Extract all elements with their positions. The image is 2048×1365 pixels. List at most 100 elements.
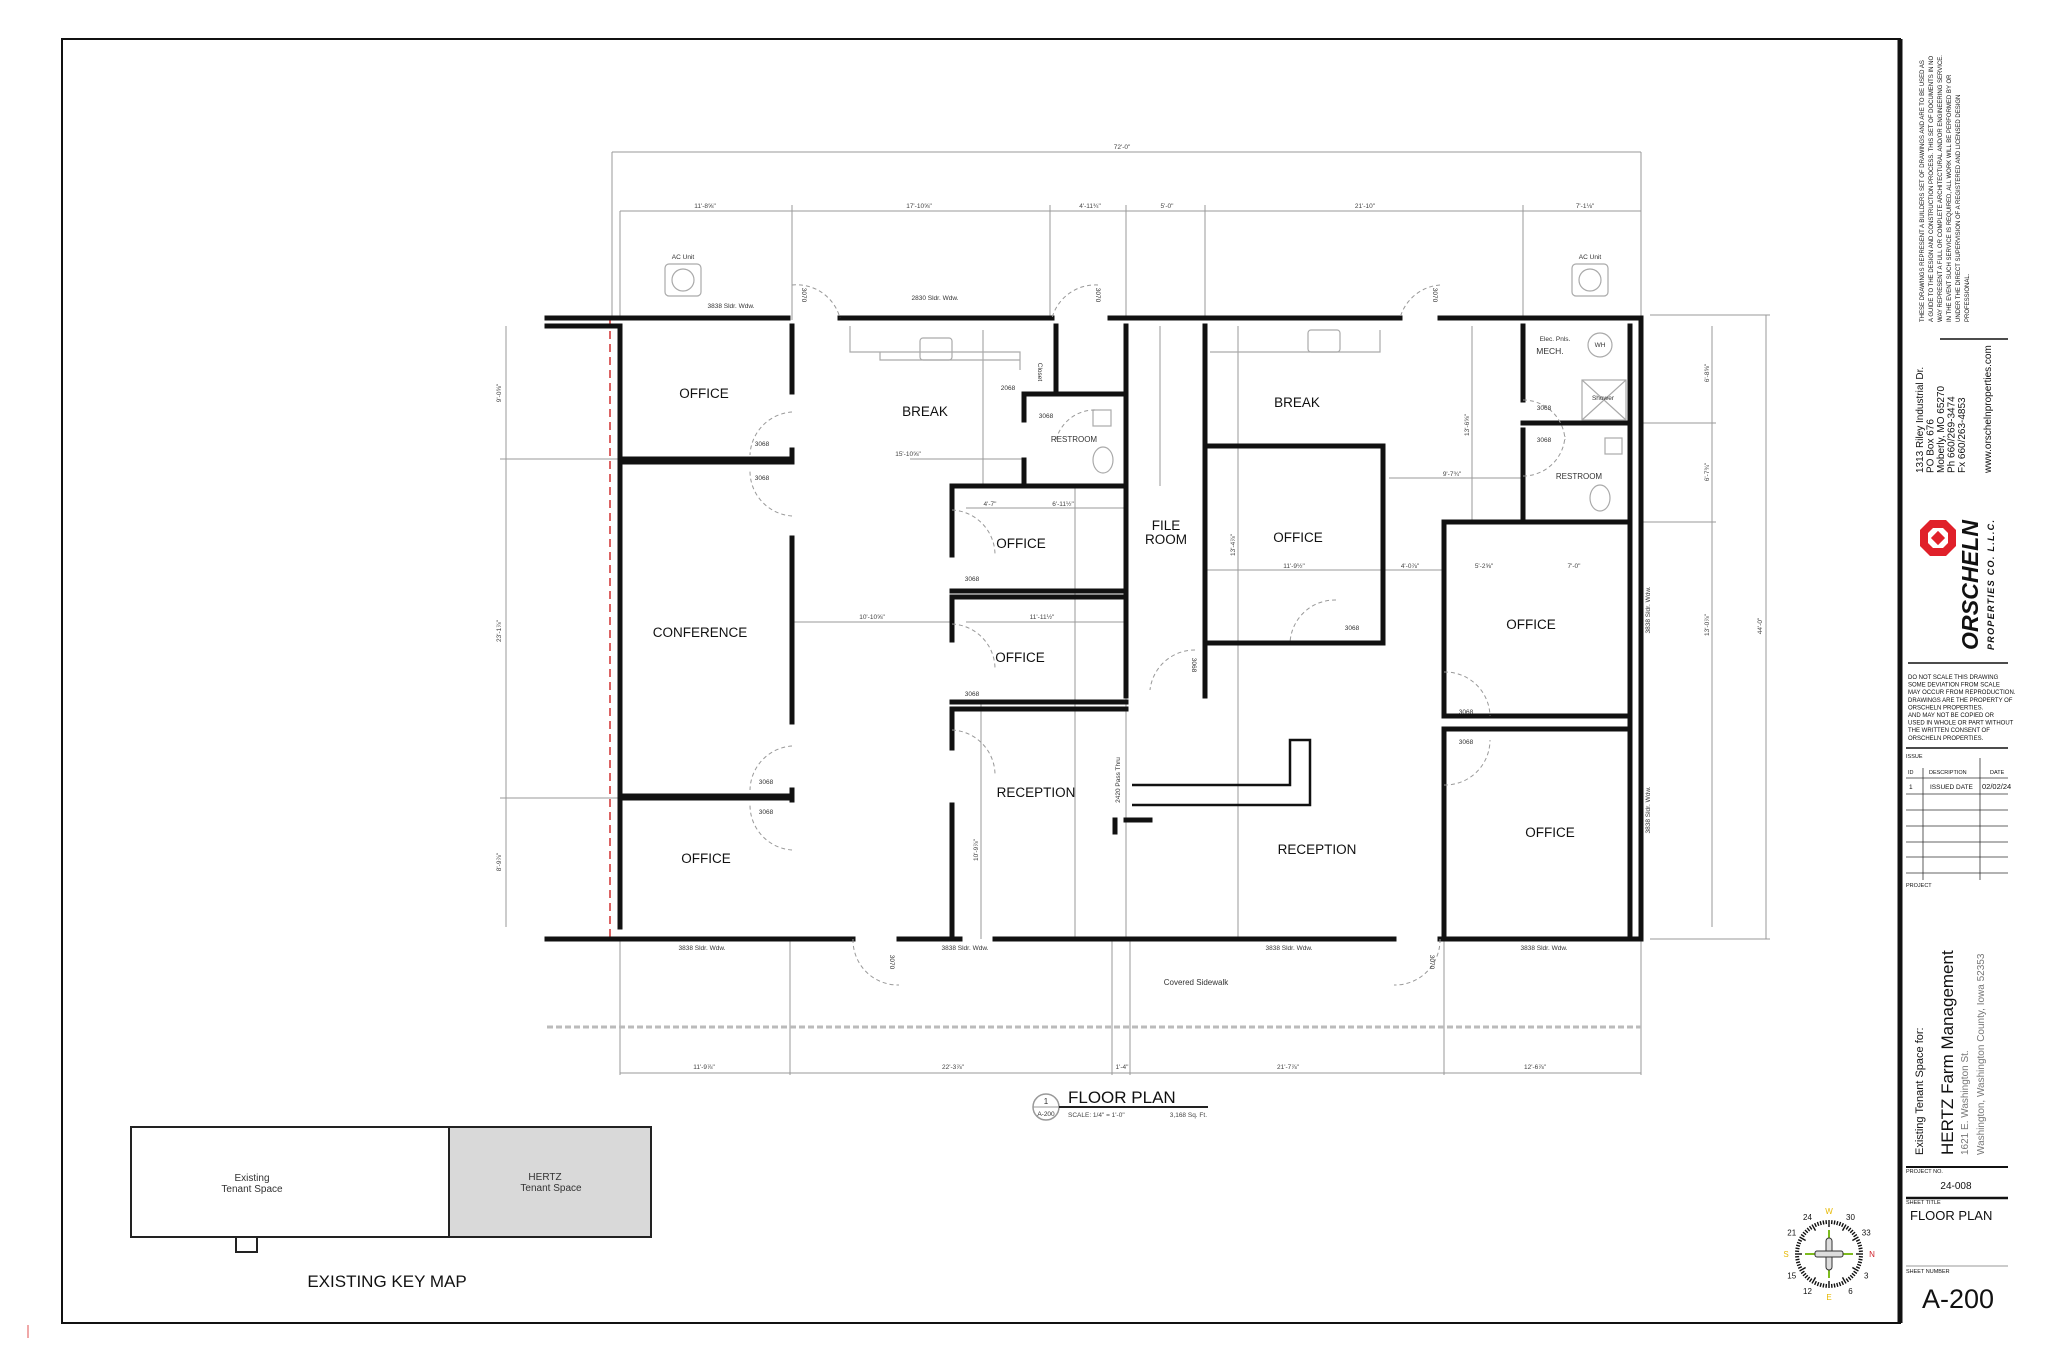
address-line: 1313 Riley Industrial Dr. — [1915, 367, 1926, 473]
label-covered-sidewalk: Covered Sidewalk — [1164, 978, 1229, 987]
kitchen-counter-left — [849, 326, 1021, 370]
notice-line: DRAWINGS ARE THE PROPERTY OF — [1908, 698, 2013, 704]
compass-label: 3 — [1864, 1272, 1869, 1281]
label-window-top-2: 2830 Sldr. Wdw. — [912, 295, 959, 302]
label-door-3070-2: 3070 — [1094, 288, 1101, 303]
notice-line: AND MAY NOT BE COPIED OR — [1908, 713, 1995, 719]
compass-label: 24 — [1803, 1213, 1812, 1222]
project-label: PROJECT — [1906, 883, 1932, 889]
compass-label: 6 — [1848, 1287, 1853, 1296]
room-conference: CONFERENCE — [653, 625, 748, 640]
plan-area: 3,168 Sq. Ft. — [1170, 1112, 1207, 1119]
shower-icon — [1581, 379, 1627, 421]
compass-label: S — [1783, 1250, 1788, 1259]
sink-left — [919, 337, 953, 361]
dim-top-4: 5'-0" — [1161, 203, 1175, 210]
dim-bottom-1: 11'-9⅞" — [693, 1064, 715, 1071]
disclaimer-line: UNDER THE DIRECT SUPERVISION OF A REGIST… — [1956, 95, 1962, 322]
compass-tick — [1819, 1220, 1822, 1226]
room-file-room-line1: FILE — [1152, 518, 1181, 533]
dimension-lines — [500, 151, 1770, 1075]
label-elec-panels: Elec. Pnls. — [1540, 336, 1571, 343]
dim-top-1: 11'-8⅝" — [694, 203, 716, 210]
room-closet: Closet — [1036, 363, 1043, 382]
dim-interior: 6'-8⅝" — [1704, 363, 1711, 382]
compass-tick — [1796, 1263, 1802, 1267]
compass-tick — [1799, 1236, 1806, 1242]
compass-tick — [1804, 1274, 1809, 1279]
compass-tick — [1808, 1278, 1813, 1283]
label-door-3070-3: 3070 — [1431, 288, 1438, 303]
kitchen-counter-right — [1210, 330, 1381, 353]
address-line: Fx 660/263-4853 — [1957, 397, 1968, 473]
compass-tick — [1797, 1266, 1803, 1270]
compass-tick — [1841, 1280, 1845, 1286]
detail-number: 1 — [1044, 1097, 1049, 1106]
compass-tick — [1816, 1221, 1820, 1227]
sheet-title: FLOOR PLAN — [1910, 1208, 1992, 1223]
compass-tick — [1855, 1238, 1861, 1242]
compass-tick — [1845, 1278, 1850, 1283]
key-map-title: EXISTING KEY MAP — [307, 1272, 466, 1291]
dim-top-6: 7'-1⅛" — [1576, 203, 1595, 210]
dim-interior: 7'-0" — [1568, 563, 1582, 570]
room-reception-right: RECEPTION — [1278, 842, 1357, 857]
plan-scale: SCALE: 1/4" = 1'-0" — [1068, 1112, 1125, 1119]
sheet-number: A-200 — [1922, 1284, 1994, 1314]
room-office-top-left: OFFICE — [679, 386, 729, 401]
compass-tick — [1833, 1220, 1836, 1225]
address-line: Ph 660/269-3474 — [1947, 396, 1958, 473]
dim-bottom-2: 22'-3⅞" — [942, 1064, 965, 1071]
compass-tick — [1849, 1229, 1854, 1234]
dim-interior: 4'-0⅞" — [1401, 563, 1420, 570]
dim-left-3: 8'-9⅞" — [496, 852, 503, 871]
compass-tick — [1800, 1270, 1805, 1275]
label-door-3068-3: 3068 — [759, 779, 774, 786]
title-block: THESE DRAWINGS REPRESENT A BUILDERS SET … — [1906, 55, 2016, 1314]
disclaimer-line: WAY REPRESENT A FULL OR COMPLETE ARCHITE… — [1938, 55, 1944, 322]
key-map-entry-stub — [235, 1236, 258, 1253]
plan-title: FLOOR PLAN — [1068, 1088, 1176, 1107]
room-office-middle-1: OFFICE — [996, 536, 1046, 551]
compass-tick — [1833, 1283, 1836, 1288]
dim-interior: 6'-7¾" — [1704, 462, 1711, 481]
dim-interior: 13'-0⅞" — [1704, 613, 1711, 636]
sink-right — [1307, 329, 1341, 353]
label-water-heater: WH — [1595, 342, 1606, 349]
dim-bottom-5: 12'-6⅞" — [1524, 1064, 1547, 1071]
label-door-3068-13: 3068 — [1190, 658, 1197, 673]
issue-label: ISSUE — [1906, 754, 1923, 760]
issue-table: ID DESCRIPTION DATE 1 ISSUED DATE 02/02/… — [1906, 758, 2011, 880]
notice-line: THE WRITTEN CONSENT OF — [1908, 728, 1990, 734]
project-name: HERTZ Farm Management — [1938, 950, 1957, 1155]
logo-subtitle: PROPERTIES CO. L.L.C. — [1986, 520, 1996, 650]
disclaimer-line: THESE DRAWINGS REPRESENT A BUILDERS SET … — [1920, 60, 1926, 322]
disclaimer-line: PROFESSIONAL. — [1965, 273, 1971, 322]
compass-tick — [1838, 1281, 1842, 1287]
compass-tick — [1822, 1283, 1825, 1288]
key-map: Existing Tenant Space HERTZ Tenant Space… — [130, 1126, 652, 1291]
label-door-3068-11: 3068 — [1459, 709, 1474, 716]
label-window-bottom-3: 3838 Sldr. Wdw. — [1266, 945, 1313, 952]
compass-tick — [1852, 1266, 1859, 1272]
compass-tick — [1847, 1276, 1852, 1281]
label-window-top-1: 3838 Sldr. Wdw. — [708, 303, 755, 310]
key-map-existing-label-2: Tenant Space — [221, 1184, 283, 1195]
compass-label: E — [1826, 1293, 1831, 1302]
dim-overall-width: 72'-0" — [1114, 144, 1131, 151]
compass-label: 21 — [1787, 1229, 1796, 1238]
label-door-3068-12: 3068 — [1459, 739, 1474, 746]
dim-interior: 5'-2⅝" — [1475, 563, 1494, 570]
logo-wordmark: ORSCHELN — [1957, 520, 1983, 650]
compass-tick — [1851, 1272, 1856, 1277]
label-window-bottom-4: 3838 Sldr. Wdw. — [1521, 945, 1568, 952]
dim-interior: 11'-11½" — [1030, 613, 1055, 621]
floor-plan: OFFICE BREAK CONFERENCE OFFICE OFFICE OF… — [496, 144, 1770, 1121]
compass-tick — [1800, 1233, 1805, 1238]
compass-tick — [1858, 1247, 1863, 1250]
compass-tick — [1802, 1231, 1807, 1236]
dim-bottom-3: 1'-4" — [1116, 1064, 1130, 1071]
